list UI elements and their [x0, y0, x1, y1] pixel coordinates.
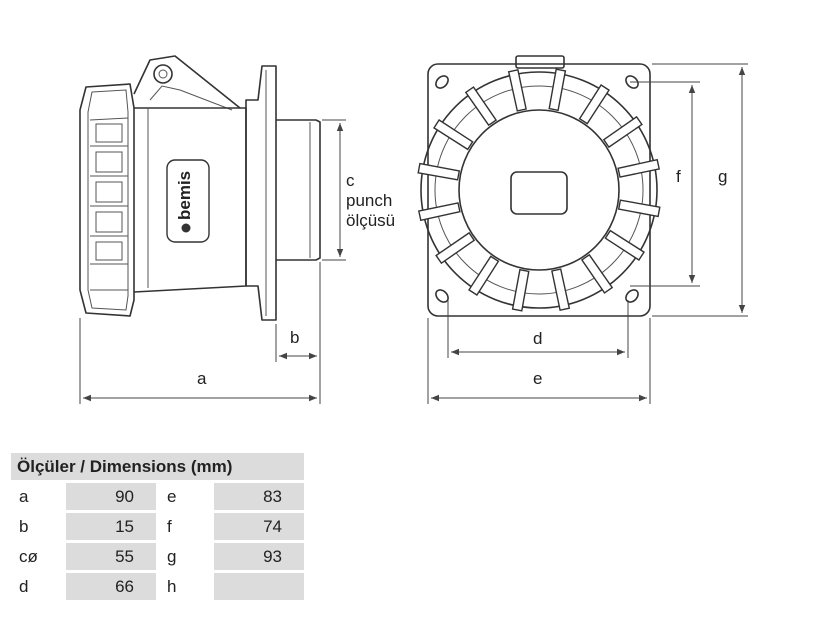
rib	[511, 268, 530, 312]
rib	[578, 84, 610, 125]
side-view: bemis	[79, 55, 321, 321]
table-key: d	[11, 573, 63, 600]
dim-label-c-punch: punch	[346, 191, 392, 210]
rib	[464, 86, 498, 127]
front-view	[417, 55, 661, 317]
brand-logo-icon	[181, 223, 191, 233]
rib	[617, 199, 661, 218]
table-value: 55	[66, 543, 156, 570]
table-value: 66	[66, 573, 156, 600]
rib	[433, 119, 474, 151]
table-value: 15	[66, 513, 156, 540]
dim-label-f: f	[676, 167, 681, 186]
dim-label-g: g	[718, 167, 727, 186]
rib	[507, 68, 527, 112]
brand-plate	[166, 159, 210, 243]
dim-label-c: c	[346, 171, 355, 190]
rib	[417, 162, 461, 181]
table-key: cø	[11, 543, 63, 570]
table-key: f	[159, 513, 211, 540]
table-header-row: Ölçüler / Dimensions (mm)	[11, 453, 304, 480]
rib	[548, 68, 567, 112]
table-row: a 90 e 83	[11, 483, 304, 510]
rib	[617, 158, 661, 178]
table-row: cø 55 g 93	[11, 543, 304, 570]
side-dimensions	[79, 119, 346, 404]
table-value: 83	[214, 483, 304, 510]
table-value: 90	[66, 483, 156, 510]
table-key: h	[159, 573, 211, 600]
front-dimensions	[427, 63, 748, 404]
rib	[604, 229, 645, 261]
table-key: a	[11, 483, 63, 510]
rib	[468, 255, 500, 296]
table-value: 74	[214, 513, 304, 540]
rib	[435, 231, 476, 265]
dim-label-b: b	[290, 328, 299, 347]
rib	[580, 253, 614, 294]
dim-label-e: e	[533, 369, 542, 388]
rib	[417, 202, 461, 222]
dim-label-a: a	[197, 369, 207, 388]
brand-label: bemis	[175, 171, 194, 220]
table-value	[214, 573, 304, 600]
rib	[551, 268, 571, 312]
table-key: g	[159, 543, 211, 570]
technical-drawing: bemis b a c punch ölçüsü	[79, 55, 748, 404]
table-row: b 15 f 74	[11, 513, 304, 540]
table-key: e	[159, 483, 211, 510]
table-value: 93	[214, 543, 304, 570]
dim-label-c-olcusu: ölçüsü	[346, 211, 395, 230]
table-key: b	[11, 513, 63, 540]
table-row: d 66 h	[11, 573, 304, 600]
dimensions-table: Ölçüler / Dimensions (mm) a 90 e 83 b 15…	[8, 450, 307, 603]
dim-label-d: d	[533, 329, 542, 348]
mounting-hole-icon	[435, 75, 639, 303]
rib	[602, 115, 643, 149]
table-title: Ölçüler / Dimensions (mm)	[11, 453, 304, 480]
